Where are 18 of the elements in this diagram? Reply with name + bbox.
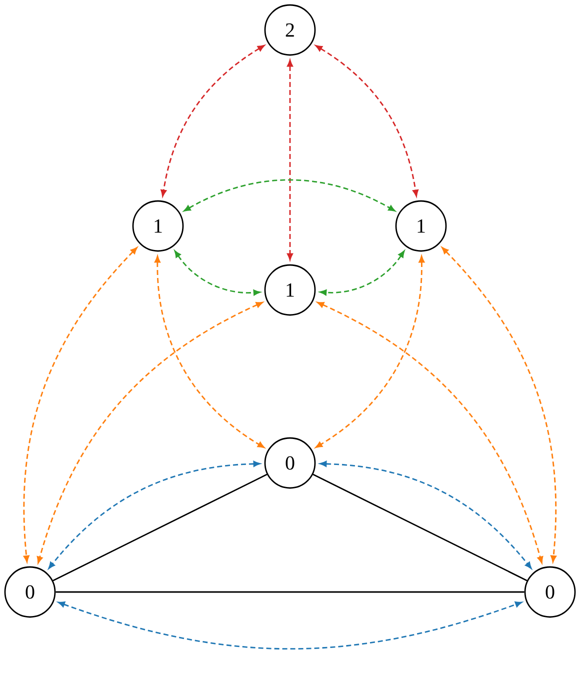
dashed-arrow (36, 302, 263, 564)
dashed-arrow (48, 460, 260, 569)
dashed-arrow (23, 247, 138, 562)
dashed-arrow (320, 250, 405, 296)
edge-line (312, 474, 528, 582)
edge-line (52, 474, 268, 582)
dashed-arrow (287, 60, 293, 260)
dashed-arrow (317, 302, 544, 564)
dashed-arrow (442, 247, 556, 562)
dashed-arrow (184, 179, 396, 212)
dashed-arrow (160, 45, 265, 197)
dashed-arrow (58, 602, 522, 650)
dashed-arrow (154, 256, 265, 448)
dashed-arrow (315, 45, 418, 197)
dashed-arrow (315, 256, 425, 448)
edge-line (56, 591, 524, 593)
dashed-arrow (320, 460, 532, 569)
dashed-arrow (174, 250, 260, 296)
